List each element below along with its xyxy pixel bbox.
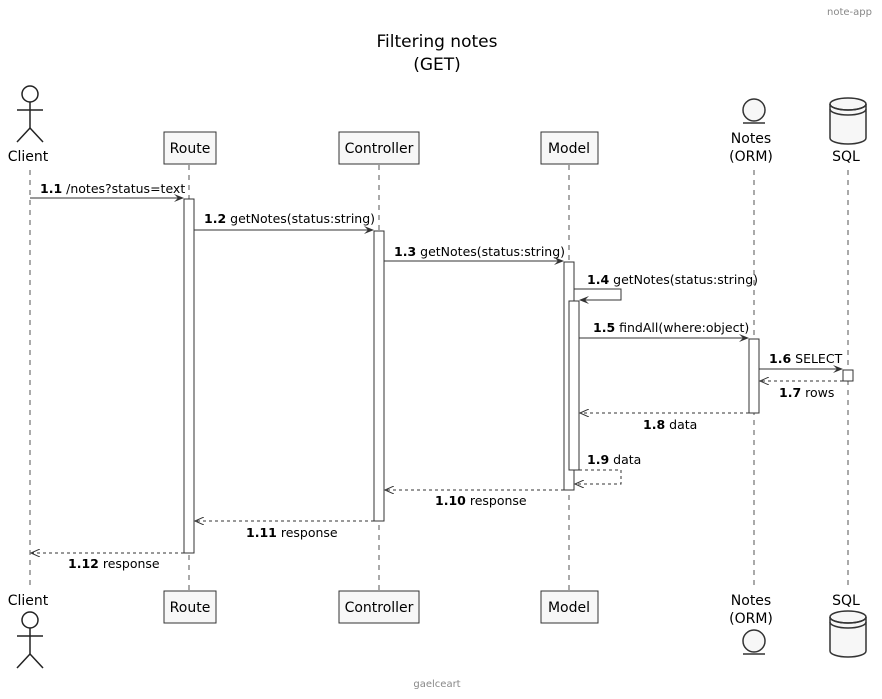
entity-icon xyxy=(742,629,766,653)
participant-client-top xyxy=(16,85,44,143)
diagram-subtitle: (GET) xyxy=(413,55,461,75)
lifelines xyxy=(29,165,849,590)
message-label-1-11: 1.11 response xyxy=(246,525,338,540)
participant-notes-label-top: Notes xyxy=(731,131,771,147)
message-label-1-7: 1.7 rows xyxy=(779,385,834,400)
participant-model-label-bottom: Model xyxy=(548,600,590,616)
message-label-1-5: 1.5 findAll(where:object) xyxy=(593,320,749,335)
message-label-1-4: 1.4 getNotes(status:string) xyxy=(587,272,758,287)
participant-route-box-bottom xyxy=(163,590,217,624)
participant-controller-label-top: Controller xyxy=(345,141,414,157)
message-label-1-6: 1.6 SELECT xyxy=(769,351,843,366)
participant-client-label-bottom: Client xyxy=(8,593,49,609)
participant-controller-box-bottom xyxy=(338,590,420,624)
message-arrows xyxy=(30,194,843,553)
message-label-1-9: 1.9 data xyxy=(587,452,641,467)
participant-controller-label-bottom: Controller xyxy=(345,600,414,616)
message-label-1-3: 1.3 getNotes(status:string) xyxy=(394,244,565,259)
activation-notes xyxy=(748,338,760,414)
message-label-1-10: 1.10 response xyxy=(435,493,527,508)
arrow-1-9 xyxy=(575,469,622,484)
activation-model-nested xyxy=(568,300,580,471)
participant-route-box-top xyxy=(163,131,217,165)
participant-client-bottom xyxy=(16,611,44,669)
activation-route xyxy=(183,198,195,554)
participant-route-label-bottom: Route xyxy=(170,600,211,616)
participant-model-label-top: Model xyxy=(548,141,590,157)
header-label: note-app xyxy=(827,7,872,18)
activations xyxy=(183,198,854,554)
footer-label: gaelceart xyxy=(413,679,460,690)
database-icon xyxy=(829,610,867,658)
actor-icon xyxy=(21,611,39,629)
participant-route-label-top: Route xyxy=(170,141,211,157)
message-label-1-12: 1.12 response xyxy=(68,556,160,571)
participant-model-box-bottom xyxy=(540,590,599,624)
participant-notes-sublabel-bottom: (ORM) xyxy=(729,611,773,627)
participant-controller-box-top xyxy=(338,131,420,165)
message-label-1-1: 1.1 /notes?status=text xyxy=(40,181,185,196)
participant-notes-label-bottom: Notes xyxy=(731,593,771,609)
participant-client-label-top: Client xyxy=(8,149,49,165)
participant-sql-label-bottom: SQL xyxy=(832,593,860,609)
entity-icon xyxy=(742,98,766,122)
arrow-1-4 xyxy=(574,288,622,304)
participant-sql-label-top: SQL xyxy=(832,149,860,165)
message-label-1-8: 1.8 data xyxy=(643,417,697,432)
activation-sql xyxy=(842,369,854,382)
participant-notes-sublabel-top: (ORM) xyxy=(729,149,773,165)
diagram-title: Filtering notes xyxy=(377,32,498,52)
message-label-1-2: 1.2 getNotes(status:string) xyxy=(204,211,375,226)
actor-icon xyxy=(21,85,39,103)
database-icon xyxy=(829,97,867,145)
participant-model-box-top xyxy=(540,131,599,165)
activation-controller xyxy=(373,230,385,522)
